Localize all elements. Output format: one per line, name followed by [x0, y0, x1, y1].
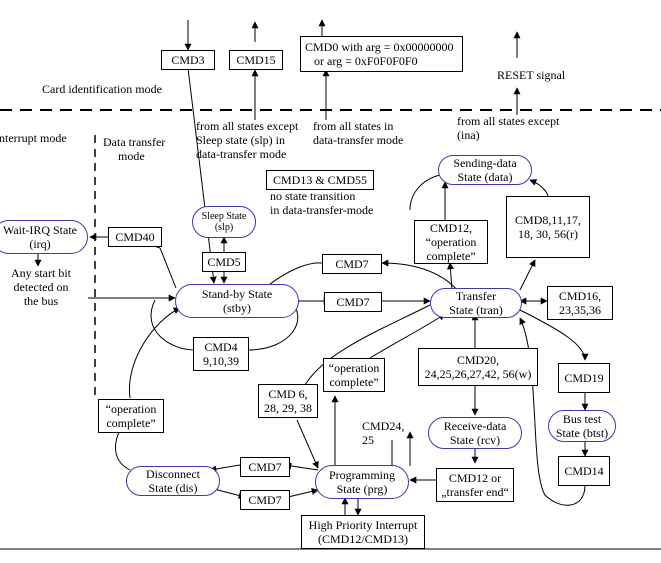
cmd12-transfer-end-box: CMD12 or „transfer end“ — [436, 468, 514, 502]
any-start-bit-label: Any start bit detected on the bus — [11, 266, 71, 308]
from-except-ina-label: from all states except (ina) — [457, 114, 560, 142]
operation-complete-box-upper: “operation complete” — [323, 358, 385, 392]
transfer-state: Transfer State (tran) — [430, 288, 522, 318]
cmd19-box: CMD19 — [558, 363, 610, 393]
no-state-transition-label: no state transition in data-transfer-mod… — [270, 189, 374, 217]
cmd3-box: CMD3 — [161, 50, 215, 70]
from-sleep-label: from all states except Sleep state (slp)… — [196, 119, 299, 161]
data-transfer-mode-label: Data transfer mode — [103, 135, 166, 163]
cmd14-box: CMD14 — [558, 456, 610, 486]
standby-state: Stand-by State (stby) — [175, 284, 299, 318]
cmd7-box-lower: CMD7 — [324, 292, 382, 312]
cmd7-box-dis-upper: CMD7 — [240, 457, 290, 477]
wait-irq-state: Wait-IRQ State (irq) — [0, 220, 88, 254]
cmd0-box: CMD0 with arg = 0x00000000 or arg = 0xF0… — [300, 36, 463, 72]
from-data-transfer-label: from all states in data-transfer mode — [313, 119, 404, 147]
cmd20-box: CMD20, 24,25,26,27,42, 56(w) — [418, 348, 538, 386]
programming-state: Programming State (prg) — [315, 465, 409, 499]
bus-test-state: Bus test State (btst) — [548, 410, 616, 442]
cmd7-box-dis-lower: CMD7 — [240, 490, 290, 510]
sleep-state: Sleep State (slp) — [192, 206, 256, 238]
cmd6-box: CMD 6, 28, 29, 38 — [258, 384, 318, 418]
high-priority-interrupt-box: High Priority Interrupt (CMD12/CMD13) — [301, 515, 425, 549]
cmd16-box: CMD16, 23,35,36 — [547, 286, 613, 320]
cmd12-operation-complete-box: CMD12, “operation complete” — [414, 220, 488, 264]
cmd15-box: CMD15 — [229, 50, 283, 70]
cmd40-box: CMD40 — [108, 227, 162, 247]
card-identification-mode-label: Card identification mode — [42, 82, 162, 96]
disconnect-state: Disconnect State (dis) — [126, 466, 220, 496]
operation-complete-box-left: “operation complete” — [98, 399, 164, 433]
interrupt-mode-label: Interrupt mode — [0, 131, 67, 145]
cmd7-box-upper: CMD7 — [322, 254, 382, 274]
receive-data-state: Receive-data State (rcv) — [428, 417, 522, 449]
cmd5-box: CMD5 — [202, 252, 246, 272]
sending-data-state: Sending-data State (data) — [438, 155, 532, 185]
reset-signal-label: RESET signal — [497, 68, 566, 82]
cmd8-box: CMD8,11,17, 18, 30, 56(r) — [506, 196, 590, 258]
cmd13-cmd55-box: CMD13 & CMD55 — [266, 170, 374, 190]
cmd24-25-label: CMD24, 25 — [362, 419, 405, 447]
cmd4-box: CMD4 9,10,39 — [193, 337, 249, 371]
